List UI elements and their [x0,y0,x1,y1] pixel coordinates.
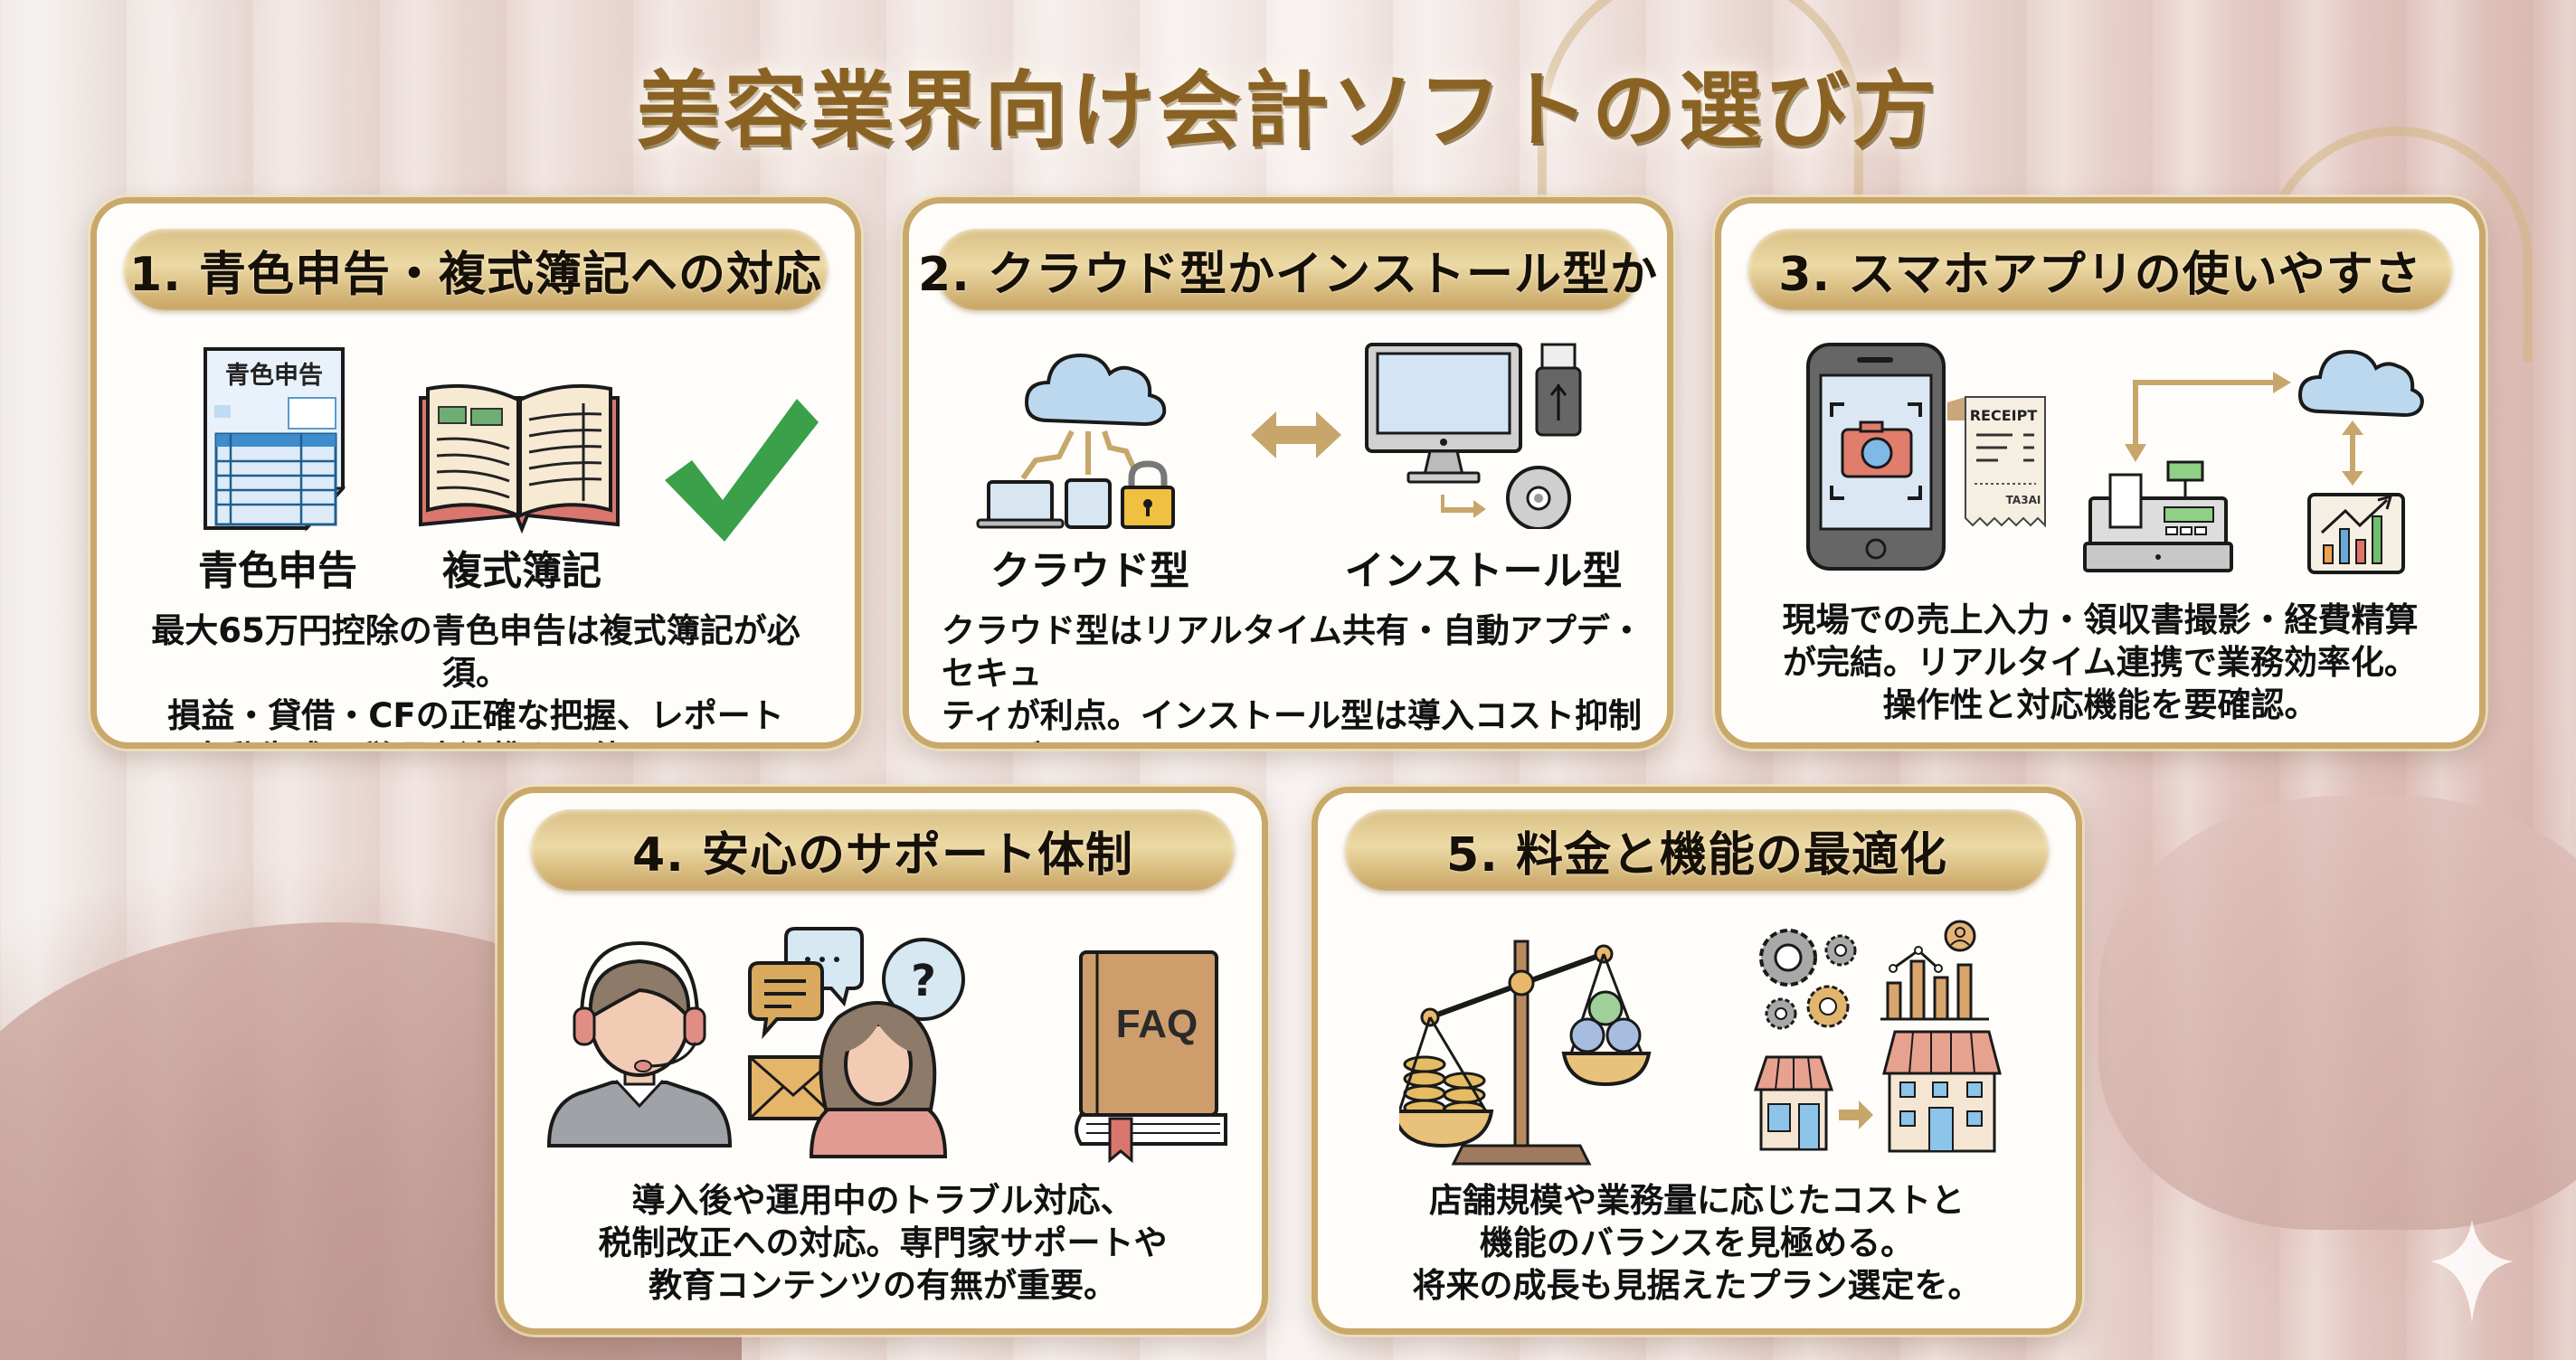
small-store-icon [1753,1055,1834,1151]
receipt-icon: RECEIPT TA3AI [1947,396,2046,528]
card-blue-return: 1. 青色申告・複式簿記への対応 青色申告 青色申告 複式簿記 最大65万円控除… [90,197,861,749]
page-title: 美容業界向け会計ソフトの選び方 [636,61,1939,159]
support-icons: ? FAQ [546,927,1227,1164]
install-media-icon [1365,343,1582,529]
padlock-icon [1121,460,1175,529]
card-heading: 5. 料金と機能の最適化 [1345,809,2049,891]
label-double-entry: 複式簿記 [442,548,601,594]
card-heading: 3. スマホアプリの使いやすさ [1748,229,2452,310]
sparkle-watermark-icon [2430,1220,2514,1323]
card-support: 4. 安心のサポート体制 ? [497,787,1268,1335]
sync-diagram-icon [2083,349,2424,574]
cloud-diagram-icon [976,353,1175,529]
cloud-icon [2297,349,2424,418]
tax-form-icon: 青色申告 [204,347,346,532]
card-description: 店舗規模や業務量に応じたコストと 機能のバランスを見極める。 将来の成長も見据え… [1412,1181,1982,1305]
chat-bubbles-icon [748,927,864,1040]
tablet-icon [1065,478,1112,529]
support-agent-headset-icon [546,940,733,1148]
large-store-icon [1882,1030,2002,1153]
people-group-icon [1569,990,1642,1053]
card-description: 導入後や運用中のトラブル対応、 税制改正への対応。専門家サポートや 教育コンテン… [598,1181,1168,1305]
card-description: クラウド型はリアルタイム共有・自動アプデ・セキュ ティが利点。インストール型は導… [942,611,1643,742]
gears-icon [1759,929,1857,1030]
cash-register-icon [2083,460,2233,572]
svg-text:FAQ: FAQ [1116,1002,1198,1046]
growth-icons [1753,920,2002,1153]
background-mirror [1538,0,1863,199]
growth-chart-icon [2307,493,2405,574]
card-heading: 1. 青色申告・複式簿記への対応 [124,229,828,310]
svg-text:?: ? [911,956,936,1006]
growth-arrow-icon [1839,1100,1873,1129]
cloud-icon [1024,353,1167,427]
label-cloud-type: クラウド型 [990,548,1189,594]
background-marble-table [2071,940,2306,1360]
balance-scale-icon [1399,940,1652,1166]
label-blue-return: 青色申告 [198,548,357,594]
card-pricing-features: 5. 料金と機能の最適化 [1312,787,2082,1335]
laptop-icon [987,480,1054,524]
cd-disc-icon [1506,466,1571,529]
ledger-book-icon [419,383,620,534]
card-smartphone-app: 3. スマホアプリの使いやすさ RECEIPT TA3AI [1715,197,2486,749]
card-description: 最大65万円控除の青色申告は複式簿記が必須。 損益・貸借・CFの正確な把握、レポ… [151,611,800,742]
card-heading: 4. 安心のサポート体制 [531,809,1235,891]
card-cloud-vs-install: 2. クラウド型かインストール型か クラウド型 [903,197,1673,749]
svg-text:RECEIPT: RECEIPT [1970,407,2038,424]
customer-woman-icon [809,1001,948,1158]
card-description: 現場での売上入力・領収書撮影・経費精算 が完結。リアルタイム連携で業務効率化。 … [1782,600,2419,724]
card-heading: 2. クラウド型かインストール型か [918,229,1657,310]
svg-text:青色申告: 青色申告 [225,361,323,390]
desktop-monitor-icon [1365,343,1522,484]
faq-book-icon: FAQ [1075,950,1227,1164]
svg-text:TA3AI: TA3AI [2006,494,2041,506]
usb-drive-icon [1535,343,1582,437]
bidirectional-arrow-icon [1251,411,1341,458]
check-mark-icon [665,399,819,542]
label-install-type: インストール型 [1344,548,1623,594]
analytics-chart-icon [1880,920,1989,1021]
smartphone-camera-icon [1806,343,1946,571]
background-pink-chair [2098,796,2576,1230]
